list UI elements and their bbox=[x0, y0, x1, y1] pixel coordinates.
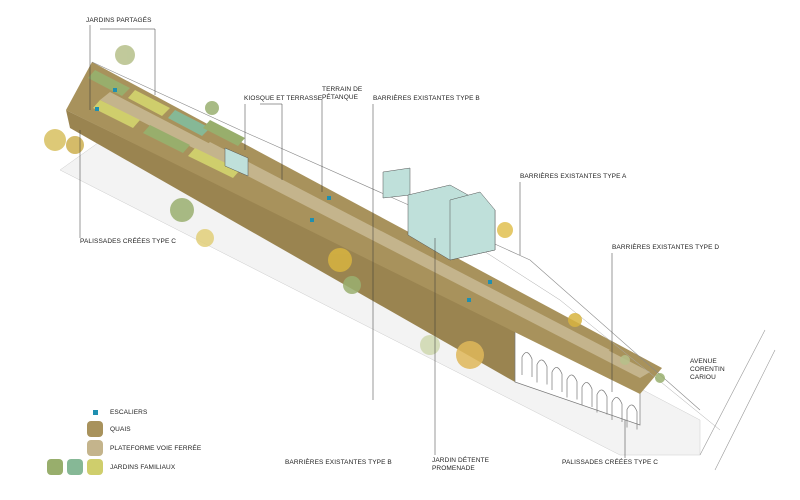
label-barrieres-b-top: Barrières existantes type B bbox=[373, 95, 480, 102]
trees bbox=[44, 45, 665, 383]
label-avenue-1: Avenue bbox=[690, 358, 717, 365]
viaduct-arch bbox=[536, 359, 548, 385]
plateforme-swatch bbox=[87, 440, 103, 456]
quais-swatch bbox=[87, 421, 103, 437]
legend-plateforme: Plateforme voie ferrée bbox=[110, 445, 202, 452]
label-jardins-partages: Jardins partagés bbox=[86, 17, 152, 24]
viaduct-arch bbox=[596, 389, 608, 415]
viaduct-arch bbox=[581, 382, 593, 407]
escaliers-markers bbox=[95, 88, 492, 302]
avenue-line bbox=[699, 329, 766, 456]
label-barrieres-a: Barrières existantes type A bbox=[520, 173, 627, 180]
legend-escaliers: Escaliers bbox=[110, 409, 148, 416]
jardins-swatch-yellow bbox=[87, 459, 103, 475]
legend-quais: Quais bbox=[110, 426, 131, 433]
label-terrain-petanque-1: Terrain de bbox=[322, 86, 363, 93]
viaduct-arch bbox=[521, 352, 533, 377]
jardins-swatch-green bbox=[47, 459, 63, 475]
label-barrieres-b-bottom: Barrières existantes type B bbox=[285, 459, 392, 466]
label-avenue-3: Cariou bbox=[690, 374, 716, 381]
label-palissades-left: Palissades créées type C bbox=[80, 238, 177, 245]
label-avenue-2: Corentin bbox=[690, 366, 725, 373]
leader-lines bbox=[79, 25, 626, 458]
label-jardin-detente-2: promenade bbox=[432, 465, 475, 472]
label-barrieres-d: Barrières existantes type D bbox=[612, 244, 720, 251]
jardins-swatch-teal bbox=[67, 459, 83, 475]
viaduct-arch bbox=[566, 374, 578, 400]
viaduct-arch bbox=[611, 397, 623, 422]
escaliers-swatch bbox=[93, 410, 98, 415]
viaduct-arch bbox=[551, 367, 563, 392]
avenue-line-2 bbox=[714, 349, 776, 471]
label-palissades-right: Palissades créées type C bbox=[562, 459, 659, 466]
retaining-wall bbox=[66, 110, 515, 382]
kiosque-building bbox=[224, 147, 249, 177]
plateforme-voie-ferree-2 bbox=[200, 142, 610, 355]
viaduct-arches bbox=[521, 352, 638, 430]
buildings bbox=[382, 167, 496, 261]
viaduct-arch bbox=[626, 404, 638, 430]
label-jardin-detente-1: Jardin détente bbox=[432, 457, 490, 464]
jardins-familiaux bbox=[88, 70, 245, 178]
label-terrain-petanque-2: pétanque bbox=[322, 94, 359, 101]
legend-jardins-familiaux: Jardins familiaux bbox=[110, 464, 176, 471]
label-kiosque-terrasse: Kiosque et terrasse bbox=[244, 95, 323, 102]
